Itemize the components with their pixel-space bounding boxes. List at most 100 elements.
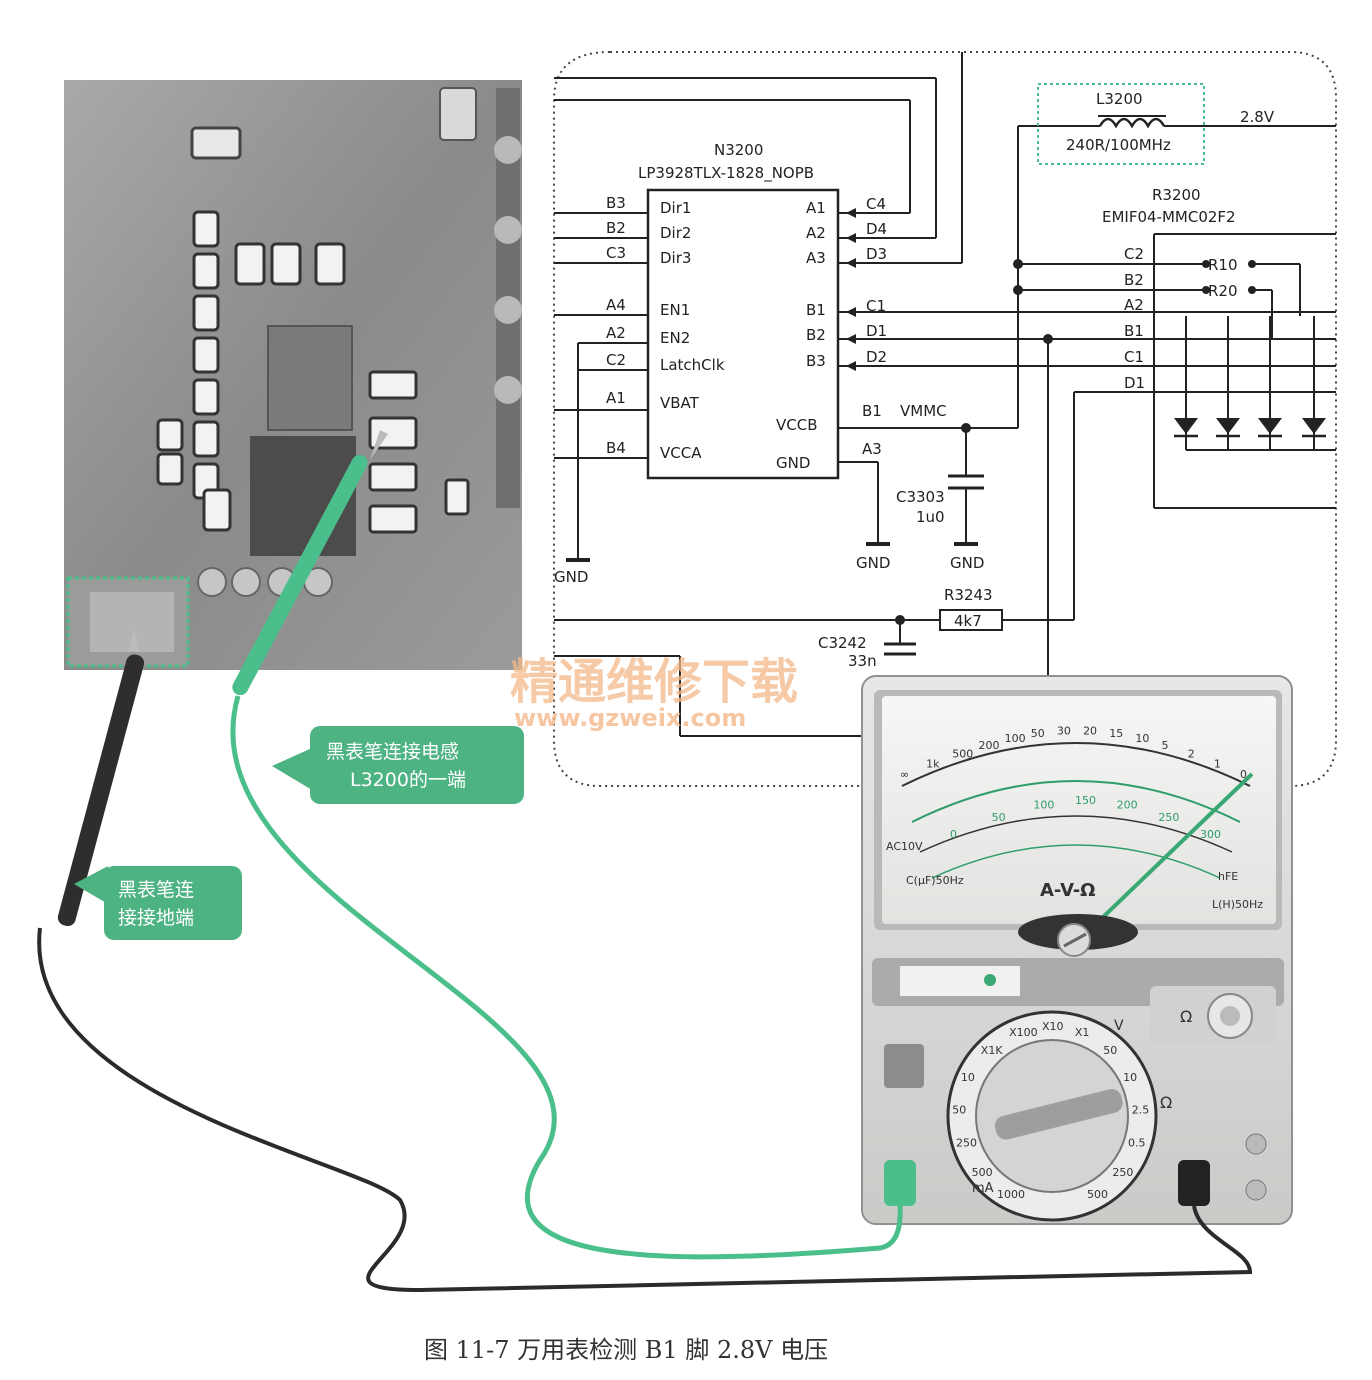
- ic-right-net-2: D3: [866, 245, 887, 263]
- filter-pin-5: D1: [1124, 374, 1145, 392]
- vmmc-label: VMMC: [900, 402, 947, 420]
- figure-caption: 图 11-7 万用表检测 B1 脚 2.8V 电压: [424, 1336, 828, 1364]
- ic-left-net-4: A2: [606, 324, 626, 342]
- c3242-ref: C3242: [818, 634, 867, 652]
- ic-right-net-5: D2: [866, 348, 887, 366]
- r3200-part: EMIF04-MMC02F2: [1102, 208, 1236, 226]
- r3243-ref: R3243: [944, 586, 993, 604]
- ic-right-pin-6: VCCB: [776, 416, 818, 434]
- ic-right-pin-5: B3: [806, 352, 826, 370]
- filter-pin-3: B1: [1124, 322, 1144, 340]
- top-scale-tick-11: 2: [1188, 748, 1195, 761]
- ic-n3200-body: [646, 188, 840, 480]
- jack-com[interactable]: [1178, 1160, 1210, 1206]
- dial-label-7: X10: [1042, 1020, 1064, 1033]
- ic-left-net-0: B3: [606, 194, 626, 212]
- dial-ma-label: mA: [972, 1181, 994, 1196]
- filter-pin-4: C1: [1124, 348, 1144, 366]
- dial-label-6: X100: [1009, 1026, 1038, 1039]
- mid-scale-tick-5: 250: [1158, 811, 1179, 824]
- ic-ref: N3200: [714, 141, 763, 159]
- top-scale-tick-1: 1k: [926, 757, 940, 770]
- ic-right-pin-7: GND: [776, 454, 810, 472]
- ic-right-pin-1: A2: [806, 224, 826, 242]
- cap-label: C(μF)50Hz: [906, 874, 964, 887]
- black-probe: [57, 630, 145, 927]
- voltage-label: 2.8V: [1240, 108, 1275, 126]
- ic-left-net-3: A4: [606, 296, 626, 314]
- ic-right-pin-3: B1: [806, 301, 826, 319]
- top-scale-tick-13: 0: [1240, 768, 1247, 781]
- top-scale-tick-0: ∞: [900, 768, 909, 781]
- ic-left-pin-6: VBAT: [660, 394, 700, 412]
- ic-right-net-3: C1: [866, 297, 886, 315]
- dial-label-13: 250: [1112, 1166, 1133, 1179]
- gnd-label-left: GND: [554, 568, 588, 586]
- ic-right-net-4: D1: [866, 322, 887, 340]
- dial-label-9: 50: [1103, 1044, 1117, 1057]
- ic-right-pin-2: A3: [806, 249, 826, 267]
- callout-black-line2: 接接地端: [118, 907, 194, 929]
- watermark-url: www.gzweix.com: [514, 704, 746, 732]
- dial-label-14: 500: [1087, 1188, 1108, 1201]
- top-scale-tick-12: 1: [1214, 757, 1221, 770]
- r10-label: R10: [1208, 256, 1238, 274]
- watermark: 精通维修下载 www.gzweix.com: [510, 654, 798, 732]
- l3200-ref: L3200: [1096, 90, 1143, 108]
- top-scale-tick-7: 20: [1083, 724, 1097, 737]
- probe-leads: [37, 695, 1253, 1293]
- ac-label: AC10V: [886, 840, 923, 853]
- dial-v-symbol: V: [1114, 1018, 1124, 1034]
- watermark-title: 精通维修下载: [510, 654, 798, 710]
- ic-right-net-1: D4: [866, 220, 887, 238]
- ic-part: LP3928TLX-1828_NOPB: [638, 164, 814, 183]
- callout-green-line1: 黑表笔连接电感: [326, 741, 459, 763]
- filter-pin-1: B2: [1124, 271, 1144, 289]
- mid-scale-tick-3: 150: [1075, 794, 1096, 807]
- ic-left-net-7: B4: [606, 439, 626, 457]
- green-probe: [232, 430, 388, 696]
- top-scale-tick-8: 15: [1109, 727, 1123, 740]
- top-scale-tick-4: 100: [1005, 732, 1026, 745]
- r3200-ref: R3200: [1152, 186, 1201, 204]
- r20-label: R20: [1208, 282, 1238, 300]
- c3303-ref: C3303: [896, 488, 945, 506]
- mid-scale-tick-4: 200: [1117, 799, 1138, 812]
- ic-right-pin-4: B2: [806, 326, 826, 344]
- l3200-value: 240R/100MHz: [1066, 136, 1171, 154]
- dial-label-1: 500: [972, 1166, 993, 1179]
- dial-label-8: X1: [1075, 1026, 1090, 1039]
- jack-positive[interactable]: [884, 1160, 916, 1206]
- top-scale-tick-6: 30: [1057, 724, 1071, 737]
- top-scale-tick-10: 5: [1162, 739, 1169, 752]
- ic-left-pin-7: VCCA: [660, 444, 702, 462]
- dial-ohm-symbol: Ω: [1160, 1093, 1172, 1112]
- callout-black-line1: 黑表笔连: [118, 879, 194, 901]
- top-scale-tick-9: 10: [1135, 732, 1149, 745]
- ic-right-net-0: C4: [866, 195, 886, 213]
- ic-left-net-1: B2: [606, 219, 626, 237]
- filter-pin-2: A2: [1124, 296, 1144, 314]
- ic-left-pin-2: Dir3: [660, 249, 691, 267]
- callout-black-probe: 黑表笔连 接接地端: [74, 866, 242, 940]
- filter-pin-0: C2: [1124, 245, 1144, 263]
- ic-right-net-6: B1: [862, 402, 882, 420]
- ic-left-net-2: C3: [606, 244, 626, 262]
- dial-label-11: 2.5: [1132, 1103, 1150, 1116]
- hfe-label: hFE: [1218, 870, 1238, 883]
- ic-left-pin-0: Dir1: [660, 199, 691, 217]
- dial-label-5: X1K: [981, 1044, 1004, 1057]
- callout-green-line2: L3200的一端: [350, 769, 466, 791]
- c3303-value: 1u0: [916, 508, 945, 526]
- ic-right-net-7: A3: [862, 440, 882, 458]
- dial-label-10: 10: [1123, 1071, 1137, 1084]
- top-scale-tick-2: 500: [952, 748, 973, 761]
- r3243-value: 4k7: [954, 612, 982, 630]
- ic-left-pin-4: EN2: [660, 329, 690, 347]
- ic-right-pin-0: A1: [806, 199, 826, 217]
- top-scale-tick-3: 200: [978, 739, 999, 752]
- gnd-label-ic: GND: [856, 554, 890, 572]
